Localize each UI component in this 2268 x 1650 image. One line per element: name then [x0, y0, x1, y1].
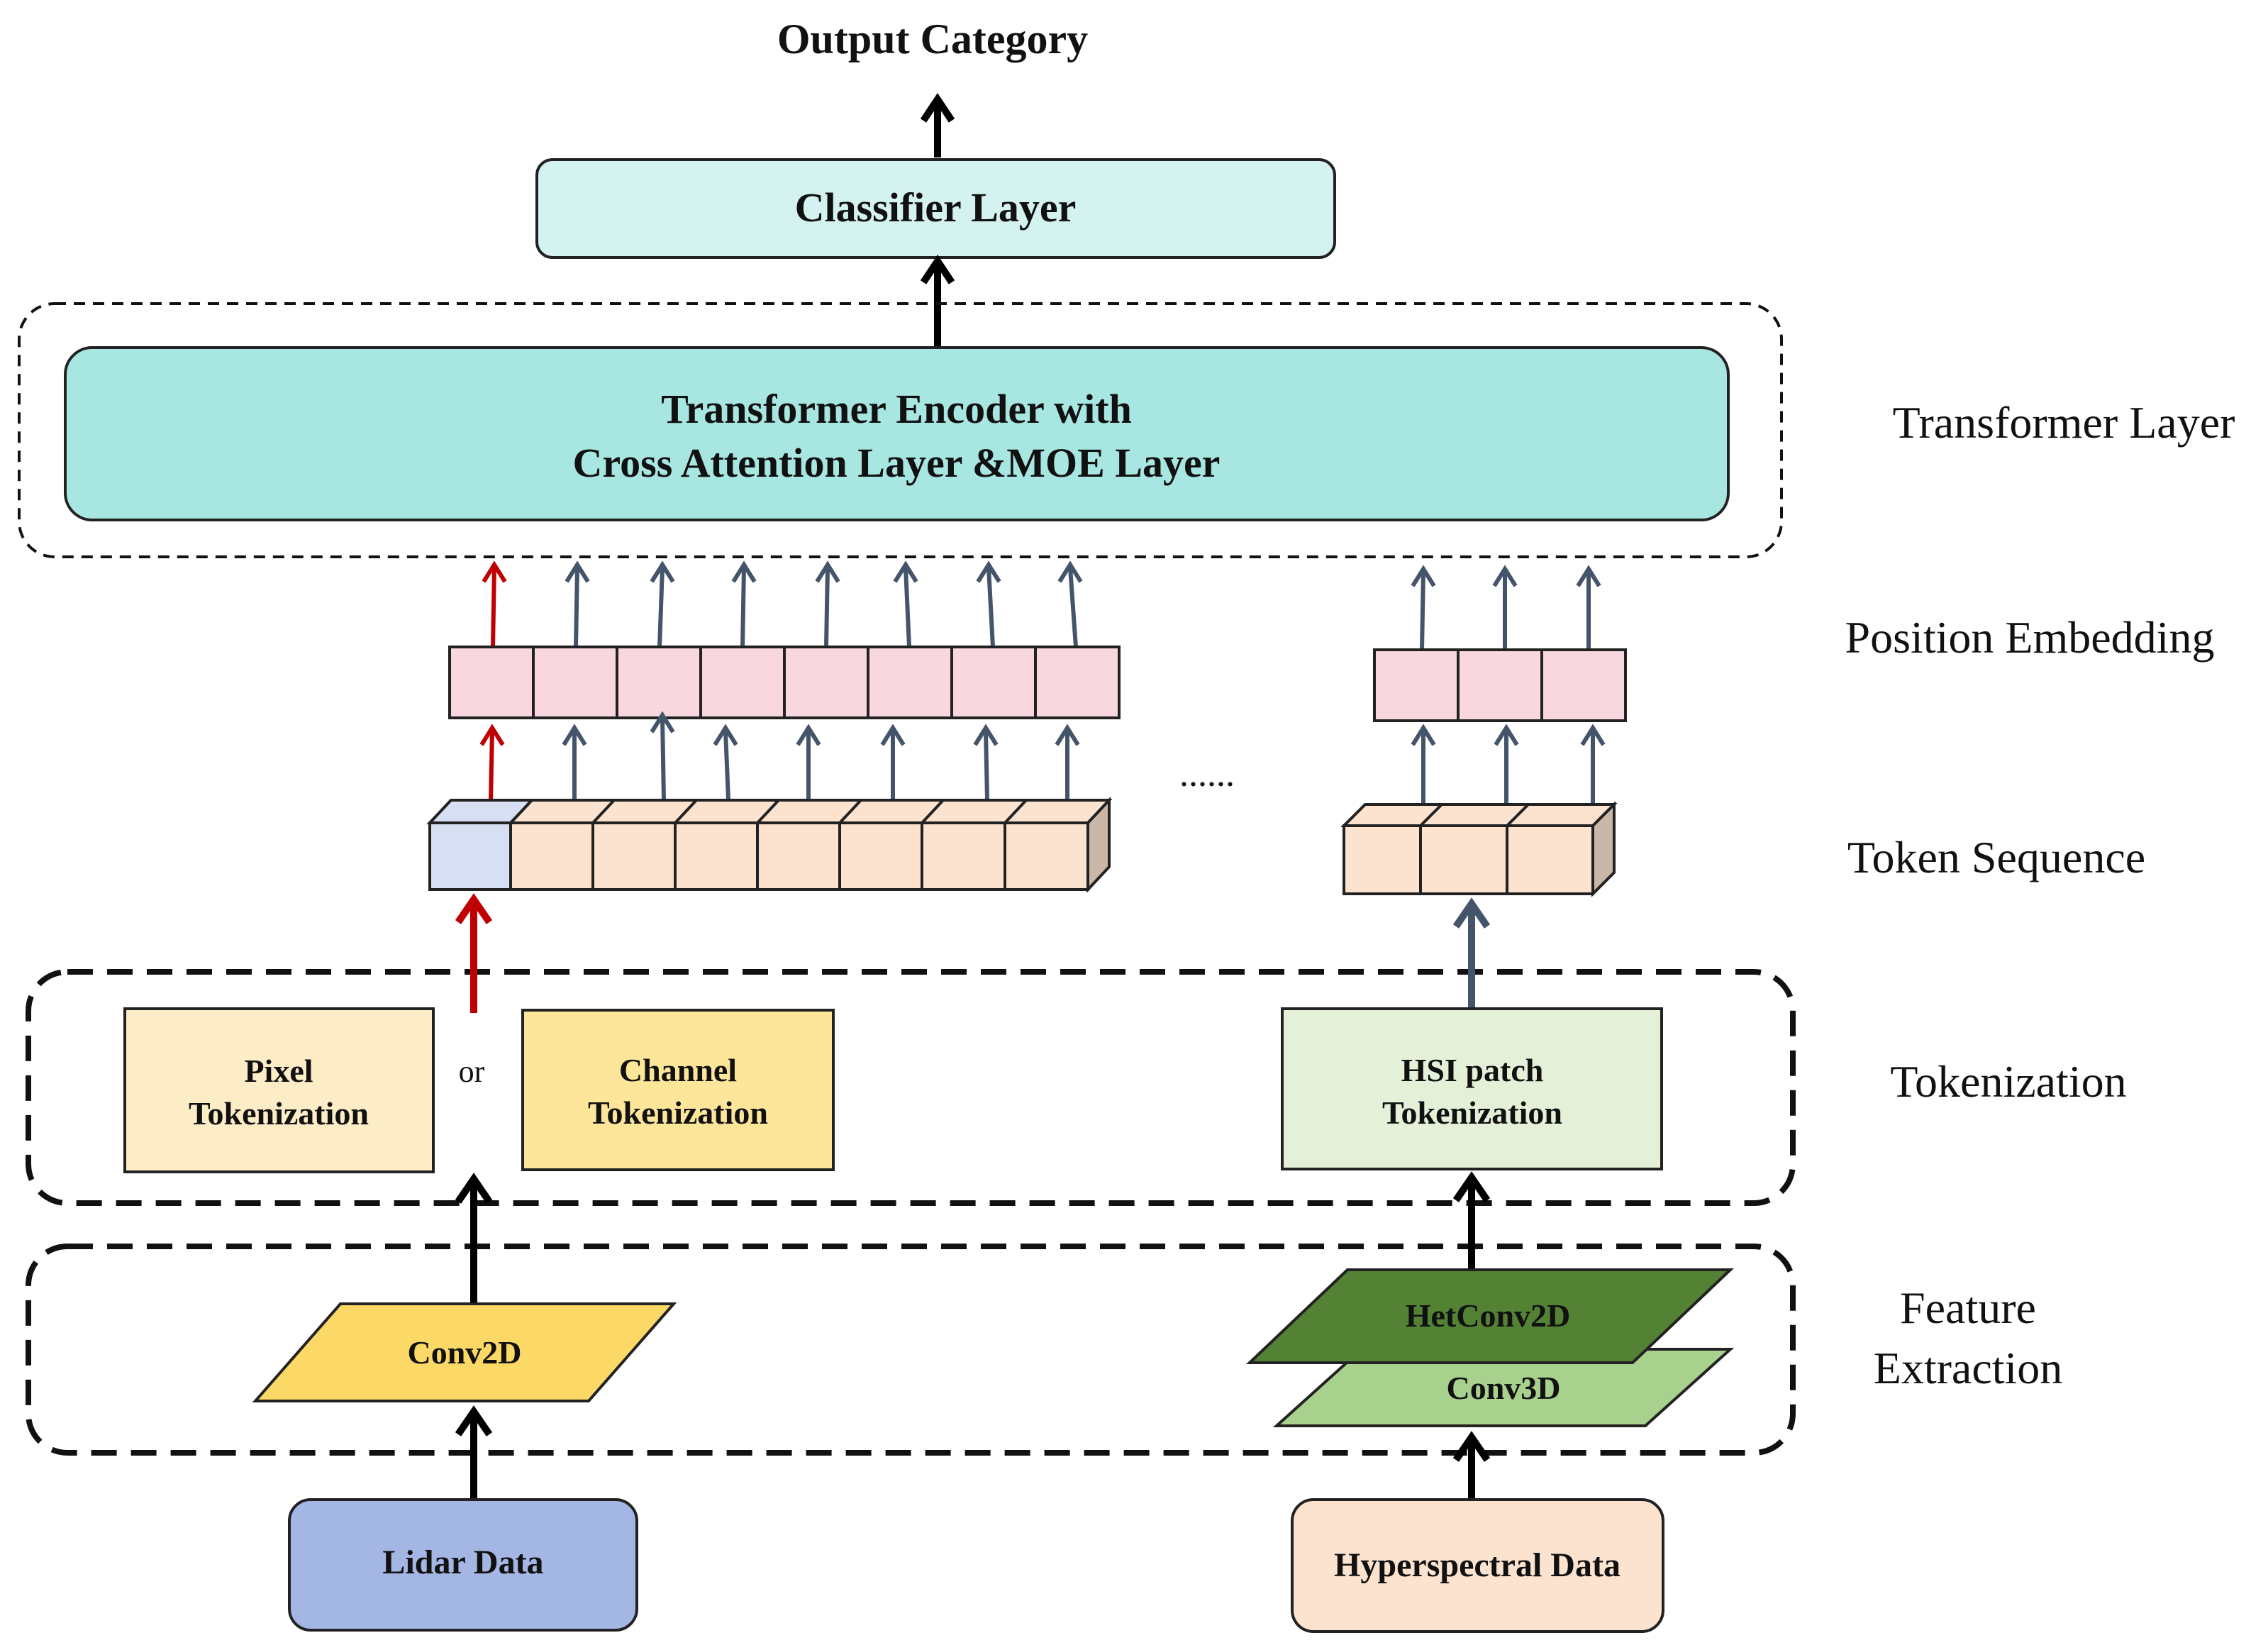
conv2d-box [252, 1302, 677, 1402]
transformer-encoder-label-line2: Cross Attention Layer &MOE Layer [573, 440, 1221, 486]
hsi-patch-tokenization-box [1281, 1007, 1663, 1170]
position-embedding-cell [448, 646, 535, 719]
classifier-layer-label: Classifier Layer [795, 184, 1077, 231]
token-cell [1506, 824, 1594, 895]
arrow-encoder-to-classifier [920, 254, 955, 348]
arrow-red [482, 560, 507, 648]
conv2d-label: Conv2D [407, 1334, 521, 1371]
position-embedding-cell [1373, 648, 1460, 722]
pos-to-encoder-arrows-left [482, 560, 1083, 648]
channel-tokenization-label-line1: Channel [619, 1052, 737, 1088]
arrow-slate [731, 560, 757, 648]
sequence-ellipsis: ...... [1179, 754, 1235, 794]
position-embedding-cell [783, 646, 869, 719]
token-cell [1343, 824, 1422, 895]
position-embedding-cell [1540, 648, 1627, 722]
output-category-title: Output Category [777, 16, 1088, 62]
token-cell [591, 821, 677, 891]
hetconv2d-label: HetConv2D [1406, 1297, 1571, 1334]
conv3d-label: Conv3D [1446, 1370, 1560, 1406]
lidar-data-label: Lidar Data [382, 1544, 543, 1581]
feature-extraction-side-label-line2: Extraction [1874, 1343, 2063, 1393]
token-cell [674, 821, 759, 891]
conv3d-box [1272, 1348, 1735, 1427]
lidar-data-box [288, 1498, 638, 1632]
arrow-lidar-to-conv2d [455, 1405, 493, 1500]
token-top-face [1340, 803, 1618, 827]
token-to-pos-arrows-left [479, 711, 1080, 801]
arrow-slate [650, 560, 675, 648]
token-cell [838, 821, 923, 891]
position-embedding-cell [616, 646, 702, 719]
token-cell [1419, 824, 1508, 895]
token-cell [1004, 821, 1089, 891]
pos-to-encoder-arrows-right [1411, 565, 1601, 650]
arrow-hyperspectral-to-conv3d [1452, 1431, 1491, 1500]
token-sequence-left [426, 796, 1113, 894]
arrow-tokenization-to-cls-token [455, 893, 493, 1013]
token-cell [756, 821, 841, 891]
channel-tokenization-box [521, 1009, 835, 1171]
cls-token-cell [428, 821, 512, 891]
position-embedding-cell [532, 646, 618, 719]
arrow-slate [1492, 565, 1518, 650]
position-embedding-cell [1457, 648, 1543, 722]
arrow-slate [1057, 560, 1083, 648]
token-sequence-side-label: Token Sequence [1847, 832, 2145, 882]
arrow-hsi-tokenization-to-tokens [1452, 897, 1491, 1007]
hsi-patch-tokenization-label-line1: HSI patch [1401, 1052, 1544, 1088]
arrow-red [479, 724, 505, 801]
arrow-slate [1411, 724, 1436, 803]
position-embedding-row-left [448, 646, 1121, 719]
arrow-slate [815, 560, 840, 648]
token-sequence-right [1340, 801, 1618, 897]
arrow-slate [796, 724, 821, 800]
transformer-encoder-label-line1: Transformer Encoder with [661, 386, 1132, 432]
pixel-tokenization-label-line1: Pixel [244, 1053, 313, 1089]
token-to-pos-arrows-right [1411, 724, 1606, 803]
arrow-slate [562, 724, 587, 800]
arrow-slate [1494, 724, 1519, 803]
arrow-slate [1411, 565, 1436, 650]
pixel-tokenization-box [123, 1007, 435, 1173]
position-embedding-cell [699, 646, 786, 719]
arrow-slate [976, 560, 1001, 648]
tokenization-side-label: Tokenization [1890, 1056, 2126, 1107]
token-cell [921, 821, 1006, 891]
arrow-slate [713, 724, 738, 801]
arrow-slate [880, 724, 906, 800]
arrow-slate [650, 711, 675, 801]
transformer-layer-dashed-group [18, 302, 1783, 558]
tokenization-dashed-group [26, 969, 1796, 1206]
arrow-hetconv-to-tokenization [1452, 1171, 1491, 1270]
hyperspectral-data-label: Hyperspectral Data [1334, 1546, 1621, 1584]
arrow-conv2d-to-tokenization [455, 1173, 493, 1305]
feature-extraction-side-label-line1: Feature [1900, 1283, 2036, 1333]
arrow-classifier-to-output [920, 92, 955, 157]
arrow-slate [565, 560, 590, 648]
position-embedding-cell [950, 646, 1037, 719]
pixel-tokenization-label-line2: Tokenization [189, 1095, 369, 1131]
token-cell [509, 821, 594, 891]
arrow-slate [1580, 724, 1606, 803]
position-embedding-row-right [1373, 648, 1627, 722]
position-embedding-cell [867, 646, 953, 719]
transformer-encoder-box [64, 346, 1730, 521]
channel-tokenization-label-line2: Tokenization [588, 1095, 768, 1131]
hsi-patch-tokenization-label-line2: Tokenization [1382, 1095, 1562, 1131]
hetconv2d-box [1245, 1268, 1735, 1364]
transformer-layer-side-label: Transformer Layer [1893, 397, 2235, 448]
position-embedding-cell [1034, 646, 1121, 719]
hyperspectral-data-box [1291, 1498, 1664, 1633]
arrow-slate [973, 724, 999, 801]
arrow-slate [1055, 724, 1080, 800]
feature-extraction-dashed-group [26, 1244, 1796, 1456]
position-embedding-side-label: Position Embedding [1845, 612, 2215, 663]
arrow-slate [893, 560, 918, 648]
arrow-slate [1576, 565, 1601, 650]
or-label: or [459, 1054, 485, 1089]
